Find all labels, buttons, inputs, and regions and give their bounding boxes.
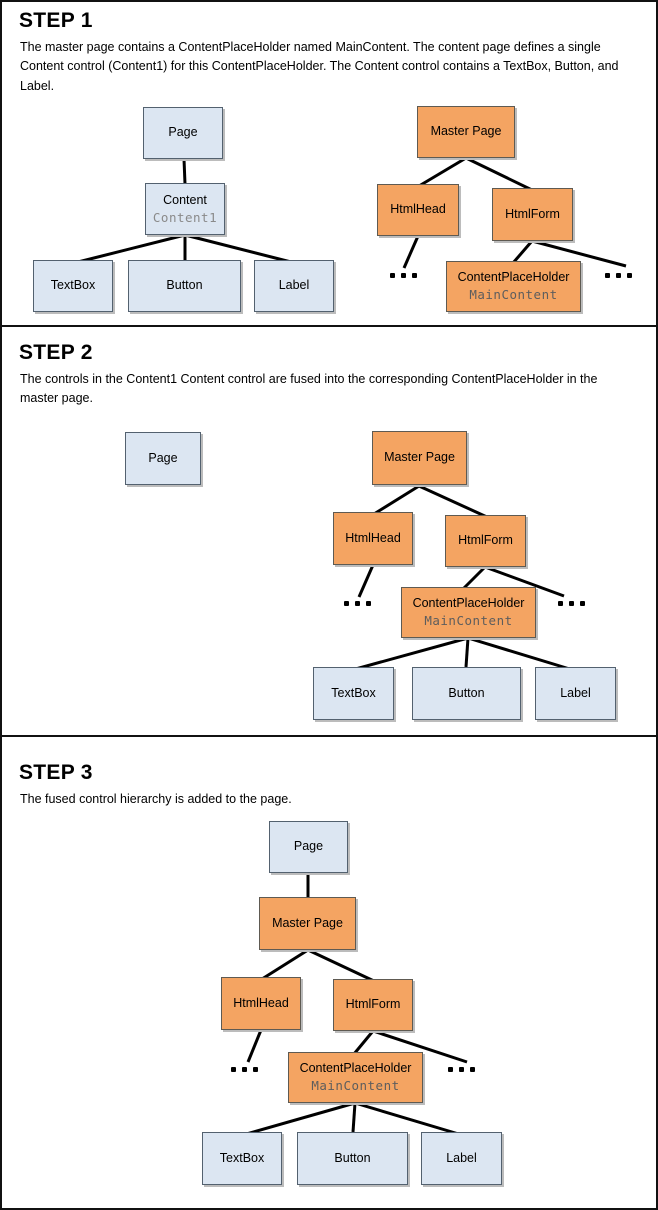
step-3-title: STEP 3 xyxy=(19,761,93,784)
step-3-section: STEP 3 The fused control hierarchy is ad… xyxy=(0,735,658,1210)
step-1-section: STEP 1 The master page contains a Conten… xyxy=(0,0,658,327)
step-1-title: STEP 1 xyxy=(19,9,93,32)
step-2-title: STEP 2 xyxy=(19,341,93,364)
step-2-section: STEP 2 The controls in the Content1 Cont… xyxy=(0,325,658,737)
step-1-description: The master page contains a ContentPlaceH… xyxy=(20,40,619,93)
step-2-description: The controls in the Content1 Content con… xyxy=(20,372,598,406)
step-3-description: The fused control hierarchy is added to … xyxy=(20,792,292,806)
